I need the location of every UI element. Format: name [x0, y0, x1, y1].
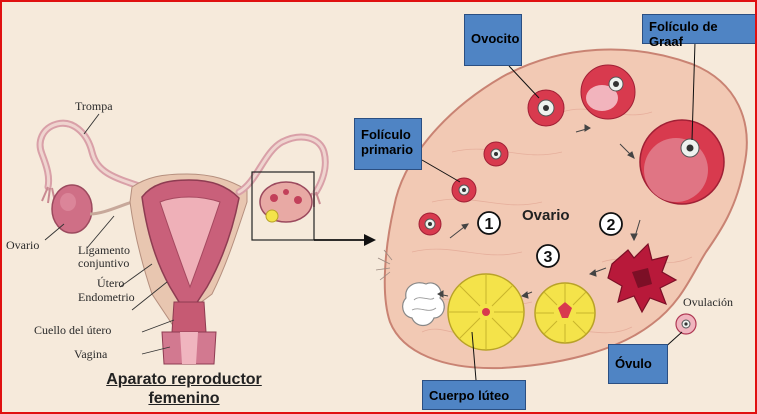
- secondary-follicle: [581, 65, 635, 119]
- label-utero: Útero: [97, 276, 124, 290]
- box-ovulo-text: Óvulo: [615, 356, 652, 371]
- zoom-arrow: [314, 234, 376, 246]
- label-endometrio: Endometrio: [78, 290, 135, 304]
- left-tube: [40, 123, 142, 187]
- released-ovum: [676, 314, 696, 334]
- title-line-2: femenino: [84, 389, 284, 408]
- box-cuerpo-luteo-text: Cuerpo lúteo: [429, 388, 509, 403]
- label-ovario-big: Ovario: [522, 207, 570, 224]
- step-3-number: 3: [544, 249, 553, 266]
- label-trompa: Trompa: [75, 99, 113, 113]
- label-ovulacion: Ovulación: [683, 295, 733, 309]
- step-1-number: 1: [485, 216, 494, 233]
- box-cuerpo-luteo: Cuerpo lúteo: [422, 380, 526, 410]
- box-foliculo-primario: Folículo primario: [354, 118, 422, 170]
- growing-follicle: [528, 90, 564, 126]
- graafian-follicle: [640, 120, 724, 204]
- box-ovocito: Ovocito: [464, 14, 522, 66]
- box-foliculo-primario-text: Folículo primario: [361, 127, 413, 157]
- title-line-1: Aparato reproductor: [84, 370, 284, 389]
- corpus-luteum-mature: [448, 274, 524, 350]
- label-ligamento: Ligamento: [78, 243, 130, 257]
- label-cuello: Cuello del útero: [34, 323, 111, 337]
- corpus-luteum-forming: [535, 283, 595, 343]
- diagram-title: Aparato reproductor femenino: [84, 370, 284, 408]
- box-foliculo-graaf: Folículo de Graaf: [642, 14, 757, 44]
- box-ovulo: Óvulo: [608, 344, 668, 384]
- box-ovocito-text: Ovocito: [471, 31, 519, 46]
- label-conjuntivo: conjuntivo: [78, 256, 129, 270]
- step-2-number: 2: [607, 217, 616, 234]
- label-vagina: Vagina: [74, 347, 108, 361]
- label-ovario-small: Ovario: [6, 238, 39, 252]
